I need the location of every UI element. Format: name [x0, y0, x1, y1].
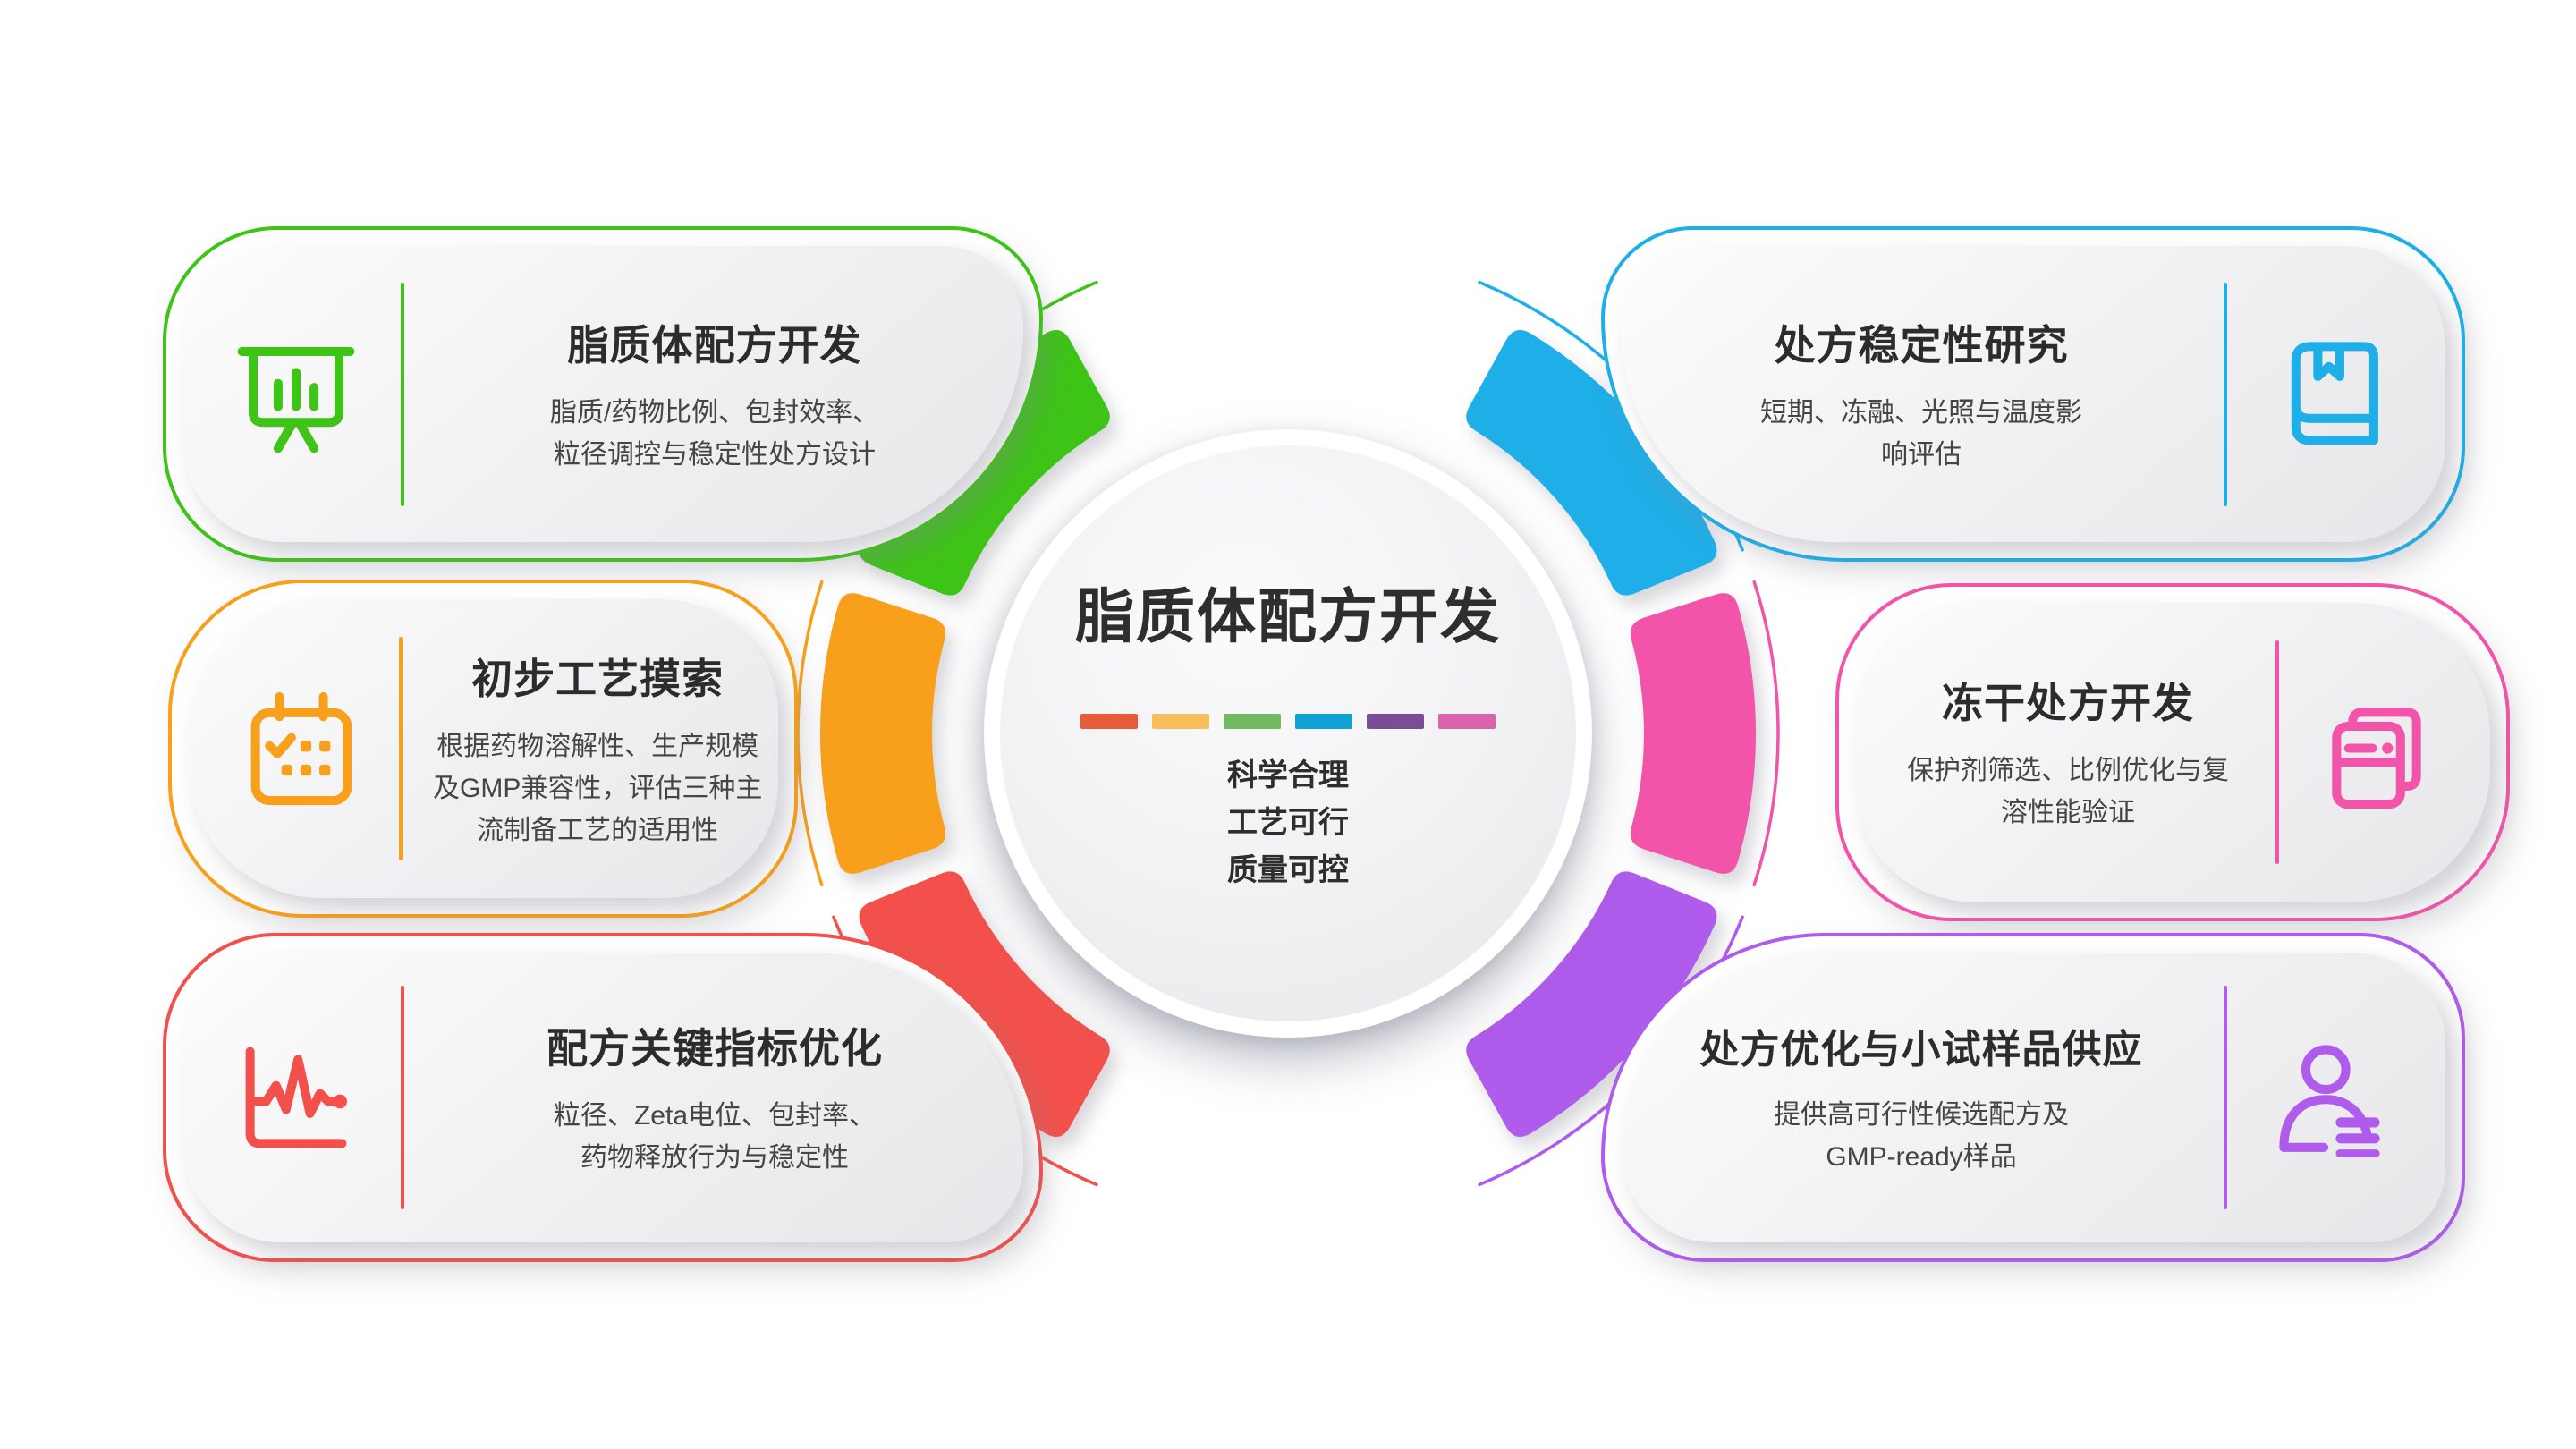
card-title: 配方关键指标优化	[547, 1025, 883, 1072]
card-subtitle: 根据药物溶解性、生产规模 及GMP兼容性，评估三种主 流制备工艺的适用性	[433, 731, 763, 845]
card-title: 处方稳定性研究	[1774, 321, 2069, 369]
card-title: 冻干处方开发	[1942, 680, 2194, 726]
accent-divider	[2275, 640, 2279, 864]
card-title: 脂质体配方开发	[567, 321, 862, 369]
cyan-arc	[1466, 329, 1717, 596]
accent-divider	[2224, 986, 2227, 1209]
accent-divider	[401, 986, 404, 1209]
freeze-dryer-stack-icon	[2332, 708, 2421, 809]
card-stability-research: 处方稳定性研究 短期、冻融、光照与温度影 响评估	[1601, 226, 2465, 562]
center-dashes	[1080, 714, 1496, 729]
accent-divider	[399, 637, 402, 860]
orange-arc-tail-line	[796, 580, 824, 887]
dash	[1438, 714, 1496, 729]
card-lyophilized-formulation: 冻干处方开发 保护剂筛选、比例优化与复 溶性能验证	[1835, 583, 2510, 921]
orange-arc	[820, 593, 946, 874]
card-title: 初步工艺摸索	[471, 655, 724, 702]
dash	[1295, 714, 1352, 729]
calendar-check-icon	[250, 691, 352, 806]
center-circle: 脂质体配方开发 科学合理 工艺可行 质量可控	[984, 429, 1592, 1038]
slogan-line: 质量可控	[1227, 853, 1349, 887]
center-slogan: 科学合理 工艺可行 质量可控	[1227, 752, 1349, 894]
pulse-chart-icon	[245, 1046, 347, 1148]
card-process-exploration: 初步工艺摸索 根据药物溶解性、生产规模 及GMP兼容性，评估三种主 流制备工艺的…	[168, 580, 798, 918]
pink-arc	[1630, 593, 1756, 874]
pink-arc-tail-line	[1752, 580, 1780, 887]
card-liposome-formulation: 脂质体配方开发 脂质/药物比例、包封效率、 粒径调控与稳定性处方设计	[163, 226, 1043, 562]
card-key-index-optimization: 配方关键指标优化 粒径、Zeta电位、包封率、 药物释放行为与稳定性	[163, 933, 1043, 1262]
card-title: 处方优化与小试样品供应	[1699, 1028, 2143, 1072]
dash	[1224, 714, 1281, 729]
user-samples-icon	[2279, 1045, 2380, 1157]
easel-chart-icon	[237, 346, 355, 453]
dash	[1367, 714, 1424, 729]
card-panel: 冻干处方开发 保护剂筛选、比例优化与复 溶性能验证	[1855, 603, 2490, 902]
card-subtitle: 短期、冻融、光照与温度影 响评估	[1760, 397, 2082, 470]
red-arc	[859, 871, 1110, 1138]
center-circle-face: 脂质体配方开发 科学合理 工艺可行 质量可控	[1000, 445, 1576, 1021]
purple-arc	[1466, 871, 1717, 1138]
card-panel: 处方优化与小试样品供应 提供高可行性候选配方及 GMP-ready样品	[1621, 953, 2445, 1242]
accent-divider	[2224, 282, 2227, 506]
card-panel: 配方关键指标优化 粒径、Zeta电位、包封率、 药物释放行为与稳定性	[182, 953, 1023, 1242]
dash	[1080, 714, 1138, 729]
book-icon	[2291, 341, 2378, 445]
card-panel: 脂质体配方开发 脂质/药物比例、包封效率、 粒径调控与稳定性处方设计	[182, 246, 1023, 542]
dash	[1152, 714, 1209, 729]
slogan-line: 科学合理	[1227, 758, 1349, 792]
card-subtitle: 粒径、Zeta电位、包封率、 药物释放行为与稳定性	[553, 1101, 877, 1173]
card-panel: 初步工艺摸索 根据药物溶解性、生产规模 及GMP兼容性，评估三种主 流制备工艺的…	[188, 599, 778, 898]
card-subtitle: 脂质/药物比例、包封效率、 粒径调控与稳定性处方设计	[549, 397, 880, 470]
accent-divider	[401, 282, 404, 506]
center-title: 脂质体配方开发	[1075, 583, 1501, 649]
card-subtitle: 保护剂筛选、比例优化与复 溶性能验证	[1907, 756, 2229, 827]
card-panel: 处方稳定性研究 短期、冻融、光照与温度影 响评估	[1621, 246, 2445, 542]
card-subtitle: 提供高可行性候选配方及 GMP-ready样品	[1774, 1100, 2069, 1172]
slogan-line: 工艺可行	[1227, 806, 1349, 840]
card-sample-supply: 处方优化与小试样品供应 提供高可行性候选配方及 GMP-ready样品	[1601, 933, 2465, 1262]
